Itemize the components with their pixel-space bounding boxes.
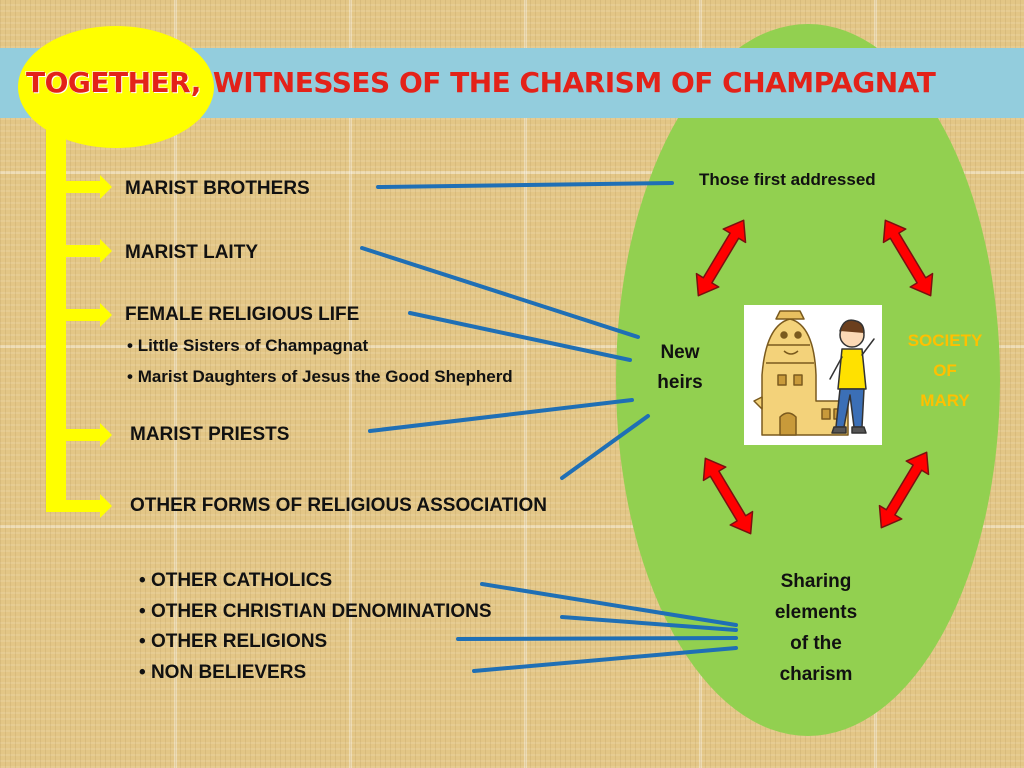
cycle-arrows: [695, 219, 934, 535]
label-marist-brothers: MARIST BROTHERS: [125, 178, 310, 199]
bracket-vertical-bar: [46, 130, 66, 512]
cycle-new-heirs: New heirs: [640, 338, 720, 398]
sharing-line-2: elements: [774, 602, 858, 623]
arrow-bottom-right: [878, 451, 930, 529]
label-other-religions: OTHER RELIGIONS: [139, 631, 327, 653]
label-marist-daughters: Marist Daughters of Jesus the Good Sheph…: [127, 367, 513, 387]
society-line-3: MARY: [920, 391, 970, 410]
new-heirs-line-1: New: [660, 342, 700, 363]
line-nonbelievers-sharing: [472, 646, 738, 673]
label-other-christian: OTHER CHRISTIAN DENOMINATIONS: [139, 601, 492, 623]
line-brothers-first-addressed: [376, 181, 674, 189]
title-together: TOGETHER,: [26, 66, 201, 99]
line-religions-sharing: [456, 636, 738, 641]
society-line-1: SOCIETY: [907, 331, 983, 350]
arrow-bottom-left: [702, 457, 754, 535]
new-heirs-line-2: heirs: [657, 372, 703, 393]
label-other-catholics: OTHER CATHOLICS: [139, 570, 332, 592]
line-other-forms-new-heirs: [560, 414, 650, 480]
sharing-line-3: of the: [790, 633, 842, 654]
cycle-those-first-addressed: Those first addressed: [699, 170, 876, 189]
label-female-religious-life: FEMALE RELIGIOUS LIFE: [125, 304, 360, 325]
label-other-forms: OTHER FORMS OF RELIGIOUS ASSOCIATION: [130, 495, 547, 516]
label-marist-laity: MARIST LAITY: [125, 242, 258, 263]
slide-title: TOGETHER, WITNESSES OF THE CHARISM OF CHA…: [26, 66, 1016, 106]
label-marist-priests: MARIST PRIESTS: [130, 424, 290, 445]
champagnat-building-icon: [753, 310, 875, 436]
line-priests-new-heirs: [368, 398, 634, 433]
connector-lines: [360, 181, 738, 673]
line-laity-new-heirs: [360, 246, 640, 339]
title-highlight-oval: [18, 26, 214, 148]
line-christian-sharing: [560, 615, 738, 632]
title-witnesses: WITNESSES OF THE CHARISM OF CHAMPAGNAT: [212, 66, 936, 99]
label-little-sisters: Little Sisters of Champagnat: [127, 336, 368, 356]
cycle-sharing-elements: Sharing elements of the charism: [756, 566, 876, 690]
arrow-top-right: [882, 219, 934, 297]
sharing-line-1: Sharing: [780, 571, 852, 592]
sharing-line-4: charism: [779, 664, 853, 685]
arrow-top-left: [695, 219, 747, 297]
line-catholics-sharing: [480, 582, 738, 627]
group-bracket: [46, 130, 112, 518]
label-non-believers: NON BELIEVERS: [139, 662, 306, 684]
society-line-2: OF: [933, 361, 957, 380]
line-female-new-heirs: [408, 311, 632, 362]
champagnat-logo-image: [744, 305, 882, 445]
cycle-society-of-mary: SOCIETY OF MARY: [895, 326, 995, 416]
